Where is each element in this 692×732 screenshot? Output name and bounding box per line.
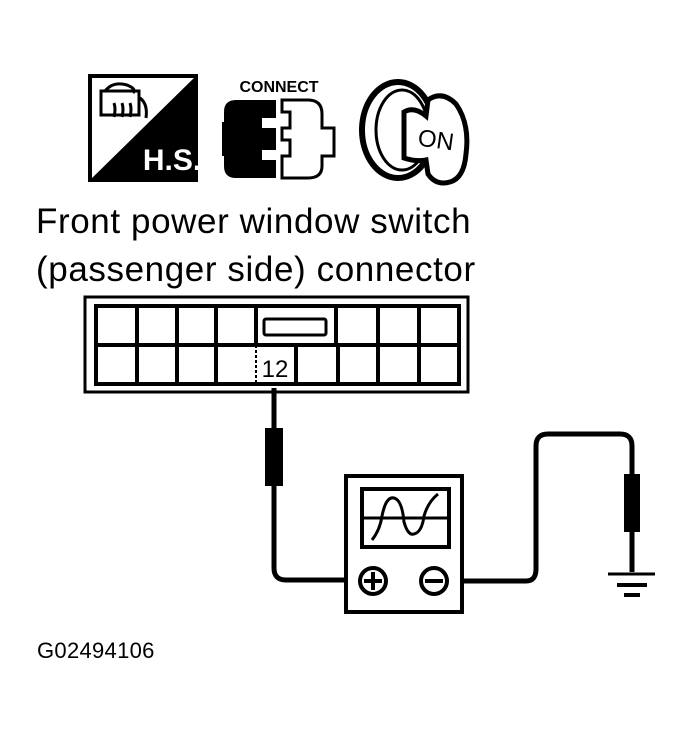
connector-title-line1: Front power window switch [36, 202, 472, 241]
oscilloscope-meter [344, 474, 464, 614]
figure-code: G02494106 [37, 638, 155, 663]
negative-probe [624, 474, 640, 532]
negative-probe-lead [462, 431, 640, 584]
positive-probe [265, 428, 283, 486]
connector-latch [262, 317, 328, 337]
hs-icon: H.S. [88, 74, 201, 182]
connector-diagram: 12 [83, 295, 470, 394]
ignition-on-icon: ON [359, 79, 470, 186]
positive-terminal-icon [358, 566, 388, 596]
hs-label: H.S. [143, 144, 201, 177]
ignition-label: ON [416, 125, 455, 157]
sine-wave-icon [370, 492, 439, 541]
negative-terminal-icon [419, 566, 449, 596]
connect-icon: CONNECT [222, 79, 336, 180]
positive-probe-lead [265, 388, 346, 583]
connector-title-line2: (passenger side) connector [36, 250, 476, 289]
terminal-12-label: 12 [262, 356, 289, 383]
ground-icon [608, 572, 655, 597]
connect-label: CONNECT [239, 79, 318, 96]
